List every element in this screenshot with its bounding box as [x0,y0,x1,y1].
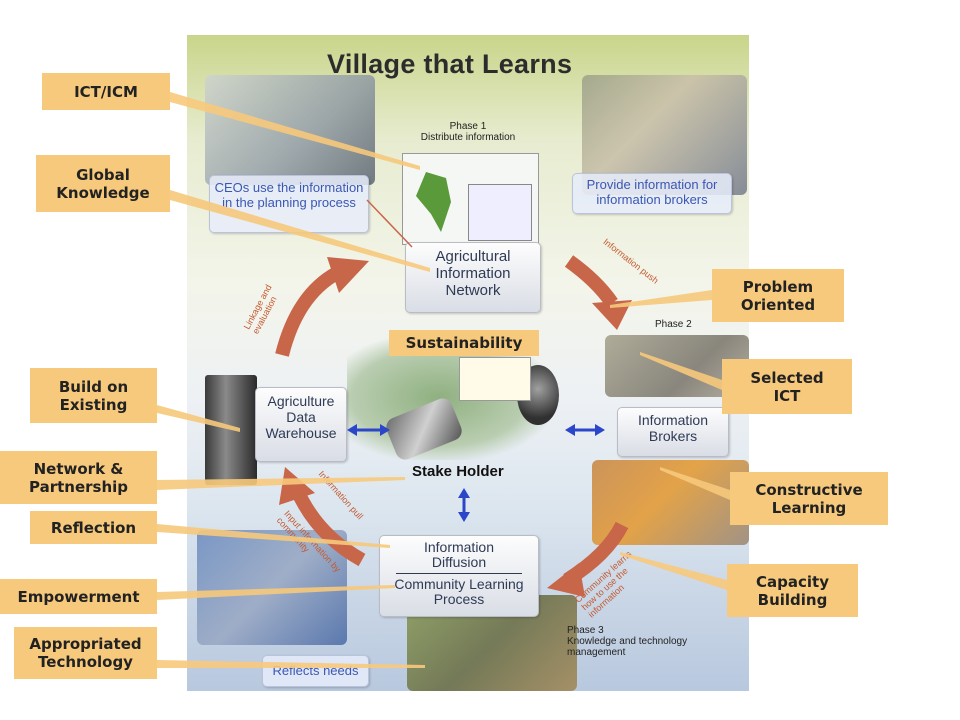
box-divider [395,573,523,574]
capacity-building-label: Capacity Building [727,564,858,617]
global-knowledge-label: Global Knowledge [36,155,170,212]
info-pull-arrow [290,487,366,567]
brokers-connector-head-left [565,424,575,436]
pointer-ict-icm [170,92,420,170]
sustainability-label: Sustainability [389,330,539,356]
information-diffusion-text: Information Diffusion [423,539,495,570]
brokers-connector-head-right [595,424,605,436]
info-pull-arrow-head [279,467,315,505]
selected-ict-label: Selected ICT [722,359,852,414]
warehouse-connector-head-left [347,424,357,436]
problem-oriented-label: Problem Oriented [712,269,844,322]
stake-holder-label: Stake Holder [412,463,504,480]
build-on-existing-label: Build on Existing [30,368,157,423]
poster-arrows [275,199,632,597]
community-learning-text: Community Learning Process [394,576,524,607]
info-push-arrow-head [592,300,632,330]
constructive-learning-label: Constructive Learning [730,472,888,525]
linkage-arrow-head [327,257,369,293]
information-diffusion-box: Information Diffusion Community Learning… [379,535,539,617]
ceos-to-network-line [366,199,413,248]
pointer-capacity-building [620,552,727,590]
pointer-build-on-existing [157,405,240,432]
warehouse-connector-head-right [380,424,390,436]
pointer-network-partnership [157,477,405,490]
reflection-label: Reflection [30,511,157,544]
phase2-label: Phase 2 [655,319,692,330]
distribute-info-screenshot [402,153,539,245]
diffusion-connector-head-down [458,512,470,522]
info-push-arrow [564,255,618,308]
computer-server-graphic [205,375,257,485]
data-warehouse-box: Agriculture Data Warehouse [255,387,347,462]
pointer-reflection [157,524,390,548]
poster-title: Village that Learns [327,49,573,79]
agricultural-network-box: Agricultural Information Network [405,242,541,313]
pointer-selected-ict [640,352,722,390]
linkage-arrow [275,266,341,357]
ict-icm-label: ICT/ICM [42,73,170,110]
pointer-constructive-learning [660,467,730,500]
pointer-problem-oriented [610,290,712,308]
appropriated-technology-label: Appropriated Technology [14,627,157,679]
diffusion-connector-head-up [458,488,470,498]
pointer-empowerment [157,585,395,600]
sustainability-screenshot [459,357,531,401]
empowerment-label: Empowerment [0,579,157,614]
network-partnership-label: Network & Partnership [0,451,157,504]
community-learns-arrow-head [547,563,585,597]
provide-info-box: Provide information for information brok… [572,173,732,214]
information-brokers-box: Information Brokers [617,407,729,457]
pointer-appropriated-technology [157,660,425,668]
ceos-box: CEOs use the information in the planning… [209,175,369,233]
pointer-global-knowledge [170,190,430,272]
